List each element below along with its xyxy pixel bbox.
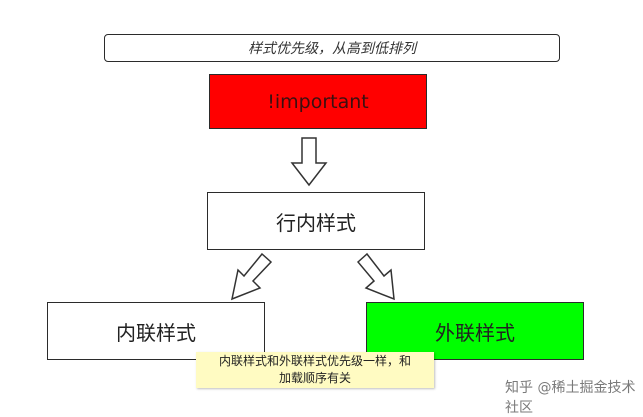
arrow-down-left-icon: [230, 252, 273, 301]
note-line-2: 加载顺序有关: [278, 371, 351, 385]
arrow-down-icon: [290, 137, 328, 187]
watermark: 知乎 @稀土掘金技术社区: [505, 380, 636, 416]
node-inline-style-label: 行内样式: [276, 210, 356, 235]
node-internal-style: 内联样式: [47, 302, 265, 360]
node-important-label: !important: [267, 90, 369, 113]
note-callout: 内联样式和外联样式优先级一样，和 加载顺序有关: [196, 352, 434, 388]
arrow-down-right-icon: [356, 252, 395, 301]
node-external-style: 外联样式: [366, 302, 584, 360]
title-text: 样式优先级，从高到低排列: [248, 41, 416, 57]
node-inline-style: 行内样式: [207, 192, 425, 250]
node-internal-style-label: 内联样式: [116, 320, 196, 345]
node-important: !important: [209, 74, 427, 129]
note-line-1: 内联样式和外联样式优先级一样，和: [218, 354, 411, 368]
node-external-style-label: 外联样式: [435, 320, 515, 345]
diagram-title: 样式优先级，从高到低排列: [104, 34, 560, 62]
